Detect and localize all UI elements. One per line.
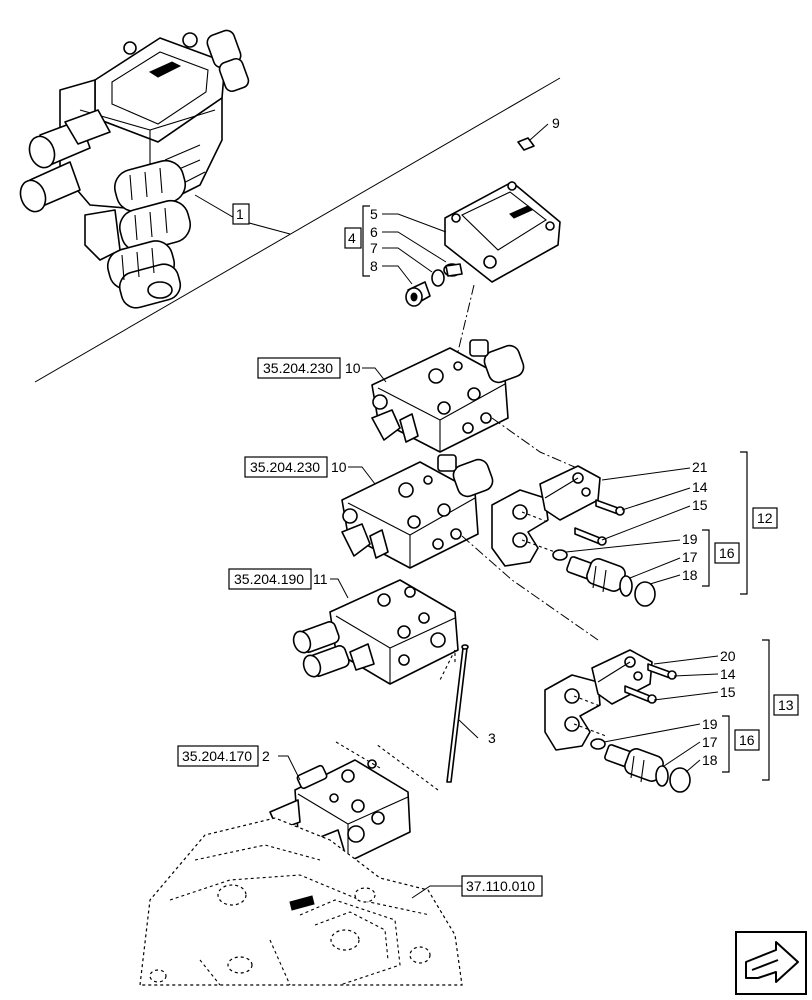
callout-5: 5 bbox=[370, 206, 378, 222]
ref-35-204-230-b: 35.204.230 bbox=[250, 459, 320, 475]
cartridge-valve-lower bbox=[604, 744, 669, 787]
washer bbox=[431, 269, 445, 287]
callout-15-lower: 15 bbox=[720, 684, 736, 700]
callout-12-box bbox=[752, 507, 778, 529]
valve-section-lower bbox=[341, 454, 494, 569]
seal-lower-19 bbox=[590, 738, 606, 750]
callout-8: 8 bbox=[370, 258, 378, 274]
nut bbox=[517, 137, 535, 151]
ref-35-204-190: 35.204.190 bbox=[234, 571, 304, 587]
callout-6: 6 bbox=[370, 224, 378, 240]
next-page-arrow-icon[interactable] bbox=[735, 931, 807, 995]
callout-16-lower: 16 bbox=[739, 732, 755, 748]
coupler-stack bbox=[106, 159, 191, 309]
callout-1-box bbox=[232, 203, 250, 225]
callout-1: 1 bbox=[236, 206, 244, 222]
callout-16-lower-box bbox=[734, 729, 760, 751]
callout-7: 7 bbox=[370, 240, 378, 256]
ref-35-204-170-box bbox=[177, 745, 259, 767]
cover-plate bbox=[444, 181, 561, 283]
callout-12: 12 bbox=[757, 510, 773, 526]
callout-19-lower: 19 bbox=[702, 716, 718, 732]
callout-3: 3 bbox=[488, 730, 496, 746]
callout-13-box bbox=[773, 694, 799, 716]
tie-rod bbox=[446, 644, 469, 783]
oring-lower-18 bbox=[669, 767, 691, 793]
callout-16-upper: 16 bbox=[719, 545, 735, 561]
valve-section-upper bbox=[371, 339, 525, 453]
overview-valve-assembly bbox=[19, 29, 561, 383]
callout-10-upper: 10 bbox=[345, 360, 361, 376]
bolt-upper-14 bbox=[595, 499, 619, 515]
callout-2: 2 bbox=[262, 748, 270, 764]
callout-17-lower: 17 bbox=[702, 734, 718, 750]
callout-18-lower: 18 bbox=[702, 752, 718, 768]
callout-17-upper: 17 bbox=[682, 549, 698, 565]
callout-9: 9 bbox=[552, 115, 560, 131]
valve-section-11 bbox=[292, 579, 459, 685]
callout-4-box bbox=[344, 227, 362, 249]
ref-35-204-230-b-box bbox=[244, 456, 328, 478]
callout-4: 4 bbox=[348, 230, 356, 246]
oring-upper-18 bbox=[634, 581, 656, 607]
ref-35-204-230-a: 35.204.230 bbox=[263, 360, 333, 376]
callout-20: 20 bbox=[720, 648, 736, 664]
ref-35-204-170: 35.204.170 bbox=[182, 748, 252, 764]
callout-13: 13 bbox=[778, 697, 794, 713]
callout-21: 21 bbox=[692, 459, 708, 475]
ref-35-204-230-a-box bbox=[257, 357, 341, 379]
callout-15-upper: 15 bbox=[692, 497, 708, 513]
ref-35-204-190-box bbox=[228, 568, 312, 590]
callout-19-upper: 19 bbox=[682, 531, 698, 547]
cartridge-valve-upper bbox=[566, 556, 633, 597]
callout-10-lower: 10 bbox=[331, 459, 347, 475]
callout-11: 11 bbox=[313, 571, 328, 587]
bolt-upper-15 bbox=[574, 527, 601, 545]
callout-18-upper: 18 bbox=[682, 567, 698, 583]
callout-14-lower: 14 bbox=[720, 666, 736, 682]
ref-37-110-010: 37.110.010 bbox=[466, 878, 535, 894]
seal-upper-19 bbox=[552, 549, 568, 561]
callout-16-upper-box bbox=[714, 542, 740, 564]
bracket-assembly-upper bbox=[491, 465, 601, 567]
callout-14-upper: 14 bbox=[692, 479, 708, 495]
bracket-assembly-lower bbox=[544, 649, 653, 751]
axle-housing bbox=[139, 817, 463, 986]
